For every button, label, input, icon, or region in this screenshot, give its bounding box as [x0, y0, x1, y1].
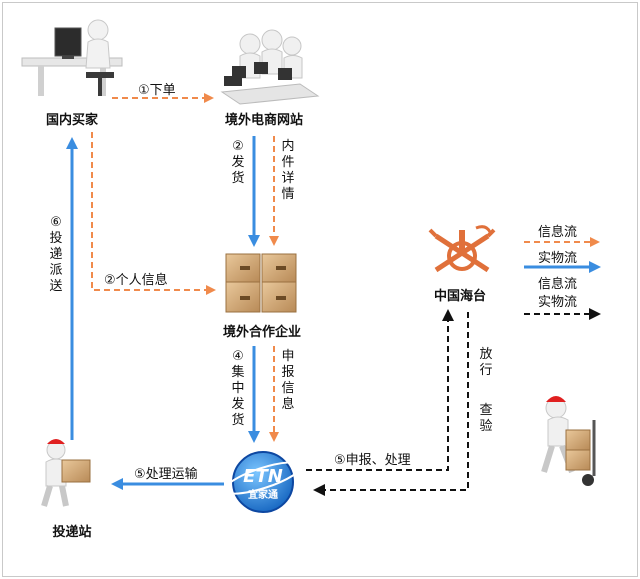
label-declare-process: ⑤申报、处理	[334, 453, 411, 468]
node-courier: 投递站	[52, 524, 91, 540]
node-partner: 境外合作企业	[223, 324, 301, 340]
legend-info-label: 信息流	[538, 224, 577, 240]
label-inspect: 查验	[479, 403, 492, 434]
legend-both-label-1: 信息流	[538, 276, 577, 292]
label-release: 放行	[479, 347, 492, 378]
node-customs: 中国海台	[434, 288, 486, 304]
customs-emblem-icon	[428, 225, 496, 273]
label-order: ①下单	[138, 83, 176, 98]
label-process-transport: ⑤处理运输	[134, 466, 198, 482]
legend-goods-label: 实物流	[538, 251, 577, 266]
node-buyer: 国内买家	[46, 112, 99, 128]
declare-process-arrow	[306, 309, 454, 471]
node-website: 境外电商网站	[225, 112, 303, 128]
handtruck-figure-icon	[541, 396, 596, 486]
etn-logo-subtext: 宜家通	[248, 488, 278, 501]
cargo-boxes-icon	[225, 253, 297, 313]
etn-logo-text: ETN	[243, 466, 283, 487]
courier-figure-icon	[41, 439, 91, 507]
label-inner-details: 内件详情	[281, 138, 294, 202]
label-declare-info: 申报信息	[281, 349, 294, 412]
website-callcenter-icon	[220, 29, 320, 105]
legend-both-label-2: 实物流	[538, 295, 577, 310]
personal-info-arrow	[91, 132, 216, 295]
buyer-figure-icon	[21, 19, 123, 96]
etn-logo: ETN 宜家通	[223, 451, 303, 513]
label-personal-info: ②个人信息	[104, 272, 168, 288]
